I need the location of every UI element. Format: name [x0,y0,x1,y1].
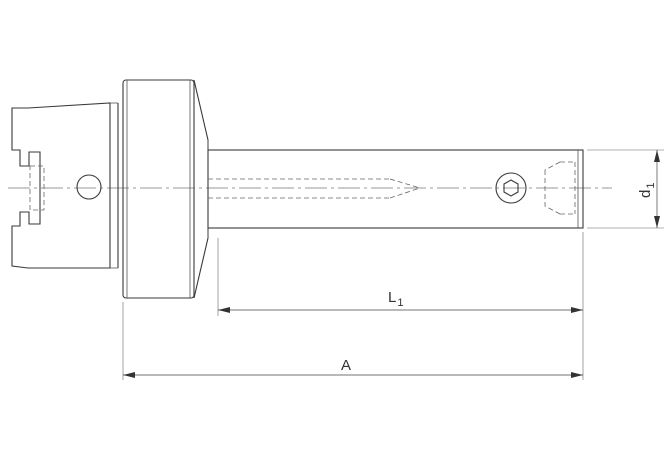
cross-hole-left [76,174,102,200]
l1-dimension: L1 [217,232,584,380]
taper-shank [11,102,119,269]
clamping-screw [495,172,527,204]
a-label: A [341,357,351,374]
l1-subscript: 1 [397,297,403,309]
d1-dimension: d1 [587,149,664,229]
l1-label: L [388,289,396,306]
flange-collar [122,79,195,299]
cone-transition [193,79,209,299]
d1-subscript: 1 [645,183,657,189]
d1-label: d [637,190,654,198]
boring-bar [207,149,584,229]
svg-text:L1: L1 [388,289,403,309]
svg-text:d1: d1 [637,183,657,198]
a-dimension: A [122,302,583,380]
